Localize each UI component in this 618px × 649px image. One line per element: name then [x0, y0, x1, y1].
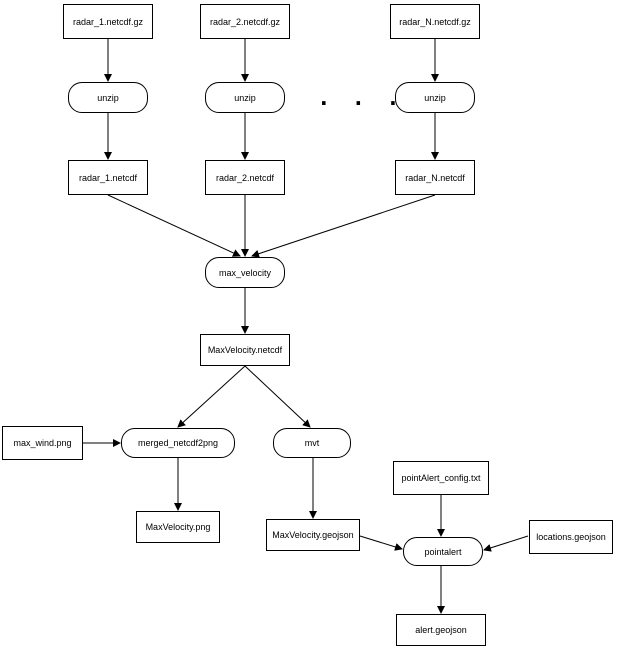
file-radar-1-netcdf: radar_1.netcdf [68, 160, 148, 195]
file-radar-n-netcdf: radar_N.netcdf [395, 160, 475, 195]
process-max-velocity: max_velocity [205, 257, 285, 288]
file-maxvelocity-netcdf: MaxVelocity.netcdf [200, 334, 290, 366]
file-radar-2-netcdf: radar_2.netcdf [205, 160, 285, 195]
edge-maxvelnc-mvt [244, 365, 311, 428]
process-mvt: mvt [273, 428, 351, 458]
ellipsis: . . . [320, 86, 407, 110]
process-unzip-2: unzip [205, 82, 285, 113]
file-maxvelocity-png: MaxVelocity.png [136, 511, 220, 543]
process-pointalert: pointalert [403, 537, 483, 566]
file-max-wind-png: max_wind.png [2, 426, 83, 460]
file-maxvelocity-geojson: MaxVelocity.geojson [266, 519, 360, 551]
file-radar-2-gz: radar_2.netcdf.gz [200, 4, 290, 39]
edge-radarNnc-maxvelocity [251, 194, 436, 258]
process-merged-netcdf2png: merged_netcdf2png [121, 428, 235, 458]
file-radar-n-gz: radar_N.netcdf.gz [390, 4, 480, 39]
process-unzip-n: unzip [395, 82, 475, 113]
process-unzip-1: unzip [68, 82, 148, 113]
file-alert-geojson: alert.geojson [396, 614, 486, 646]
edge-maxvelgeojson-pointalert [359, 535, 403, 551]
file-radar-1-gz: radar_1.netcdf.gz [63, 4, 153, 39]
edge-locations-pointalert [483, 535, 529, 552]
file-pointalert-config: pointAlert_config.txt [393, 461, 489, 495]
edge-maxvelnc-merged [177, 365, 246, 428]
edge-radar1nc-maxvelocity [107, 194, 241, 257]
file-locations-geojson: locations.geojson [529, 520, 613, 554]
